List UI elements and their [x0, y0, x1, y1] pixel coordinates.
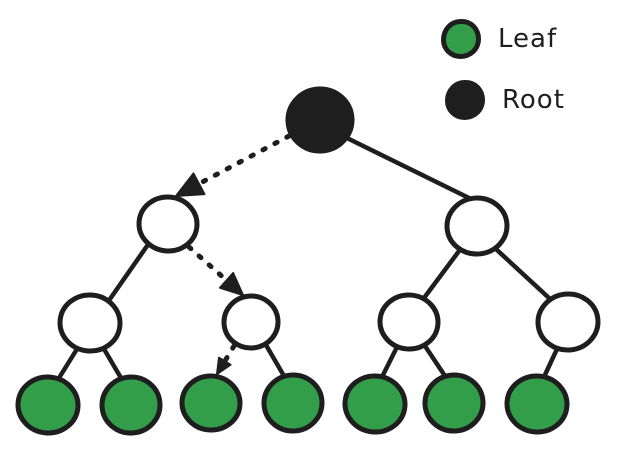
edge-d-l4 [263, 342, 287, 379]
edge-f-l7 [541, 346, 560, 380]
internal-node [57, 292, 123, 354]
edge-e-l5 [379, 344, 400, 380]
edge-root-b [346, 136, 472, 201]
leaf-node [504, 373, 570, 435]
internal-node [136, 194, 200, 254]
leaf-node [99, 374, 163, 436]
leaf-node [15, 374, 81, 436]
edge-b-e [421, 248, 462, 301]
root-node [285, 86, 355, 154]
edge-a-c [107, 243, 150, 302]
arrowhead-icon [218, 271, 244, 296]
internal-node [221, 293, 281, 351]
arrowhead-icon [216, 356, 232, 375]
leaf-node [261, 372, 325, 434]
leaf-node [179, 373, 243, 433]
leaf-node [342, 373, 408, 435]
internal-node [535, 291, 601, 353]
internal-node [377, 292, 441, 352]
edge-root-a [196, 133, 292, 187]
leaf-node [422, 372, 486, 434]
edge-b-f [494, 247, 552, 301]
edge-d-l3 [222, 343, 237, 364]
edge-c-l2 [101, 346, 124, 381]
arrowhead-icon [175, 172, 206, 197]
edge-c-l1 [56, 346, 80, 381]
edge-e-l6 [422, 343, 448, 379]
edge-a-d [186, 244, 230, 283]
internal-node [444, 195, 510, 257]
